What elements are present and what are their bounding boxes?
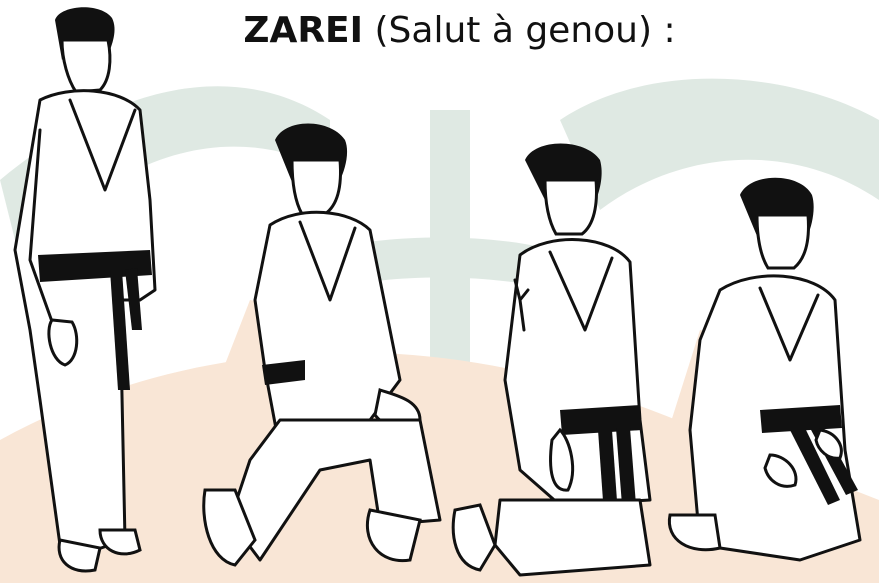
- slide-title: ZAREI (Salut à genou) :: [0, 10, 879, 51]
- figure-both-knees: [453, 144, 650, 576]
- figure-seiza: [669, 178, 860, 560]
- title-term: ZAREI: [243, 10, 363, 51]
- title-description: (Salut à genou) :: [363, 10, 676, 51]
